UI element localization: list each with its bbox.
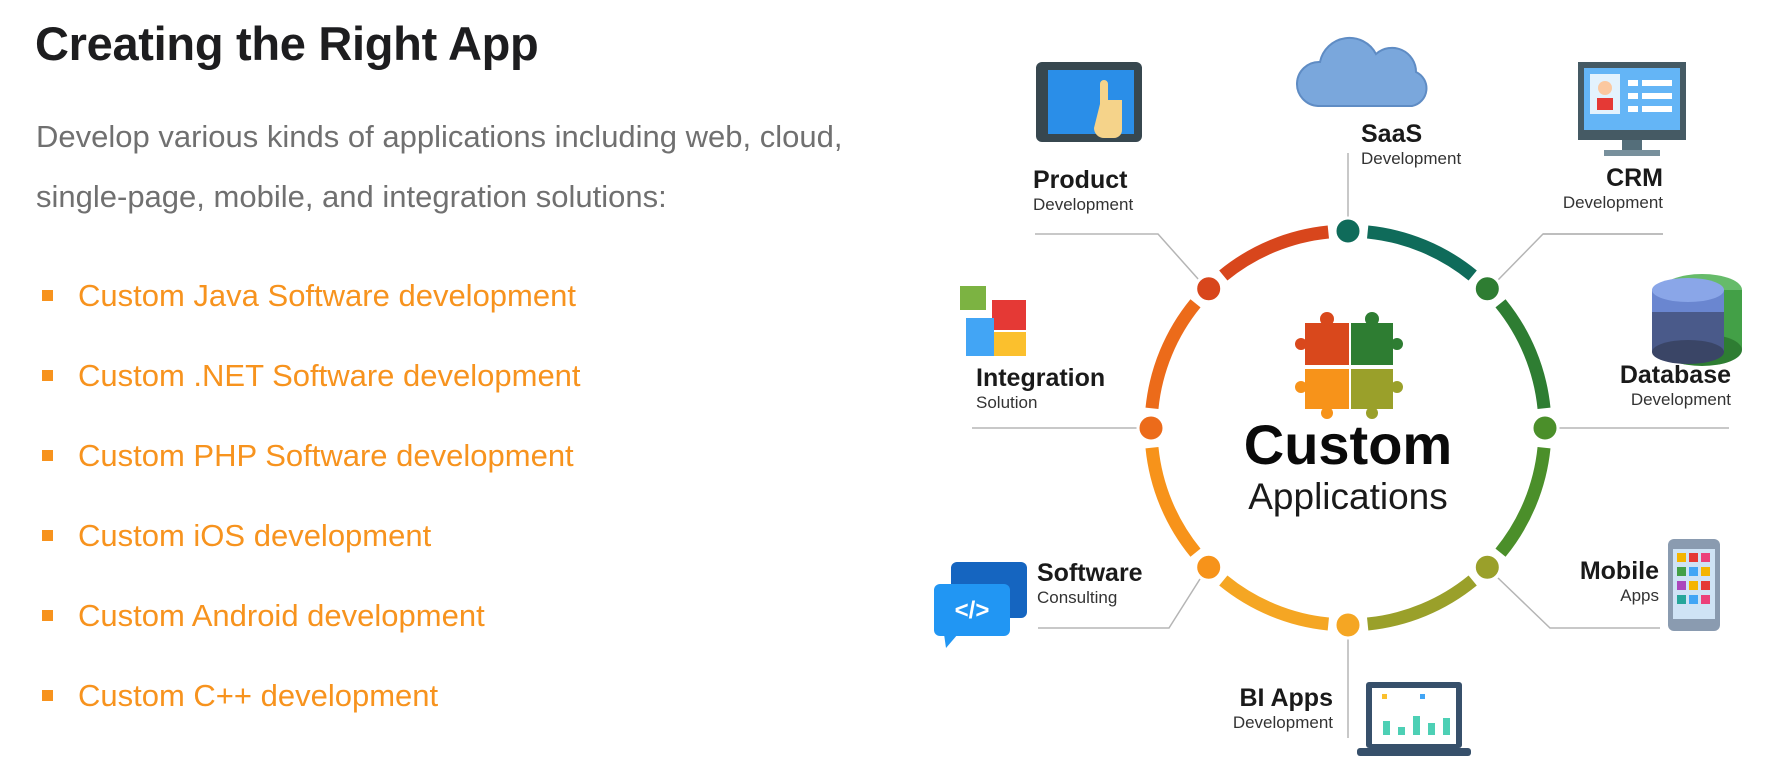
ring-segment bbox=[1219, 575, 1330, 631]
label-subtitle: Solution bbox=[976, 393, 1038, 412]
bullet-icon bbox=[42, 290, 53, 301]
ring-segment bbox=[1145, 299, 1201, 410]
connector-mobile bbox=[1497, 577, 1660, 629]
code-chat-icon: </> bbox=[934, 562, 1027, 648]
label-title: SaaS bbox=[1361, 120, 1423, 148]
center-title: Custom bbox=[1243, 413, 1453, 476]
connector-lines bbox=[972, 153, 1729, 738]
puzzle-icon bbox=[1295, 312, 1403, 419]
label-title: BI Apps bbox=[1239, 684, 1333, 712]
database-icon bbox=[1652, 274, 1742, 366]
list-item: Custom PHP Software development bbox=[40, 432, 581, 512]
svg-text:</>: </> bbox=[955, 597, 990, 624]
bullet-icon bbox=[42, 610, 53, 621]
ring-segment bbox=[1366, 225, 1477, 281]
connector-software bbox=[1038, 578, 1201, 629]
label-title: Integration bbox=[976, 364, 1106, 392]
ring-node bbox=[1472, 552, 1502, 582]
ring-segment bbox=[1495, 299, 1551, 410]
label-title: Product bbox=[1033, 166, 1128, 194]
label-subtitle: Development bbox=[1232, 713, 1333, 732]
ring-node bbox=[1194, 552, 1224, 582]
ring-segment bbox=[1145, 446, 1201, 557]
bullet-icon bbox=[42, 690, 53, 701]
list-item: Custom C++ development bbox=[40, 672, 581, 752]
smartphone-icon bbox=[1668, 539, 1720, 631]
list-item-label: Custom Java Software development bbox=[78, 278, 576, 313]
label-subtitle: Consulting bbox=[1037, 588, 1118, 607]
ring-segment bbox=[1366, 575, 1477, 631]
ring-node bbox=[1136, 413, 1166, 443]
list-item: Custom iOS development bbox=[40, 512, 581, 592]
bullet-icon bbox=[42, 530, 53, 541]
connector-crm bbox=[1497, 233, 1663, 281]
ring-segment bbox=[1219, 225, 1330, 281]
label-subtitle: Development bbox=[1630, 390, 1731, 409]
cloud-icon bbox=[1296, 36, 1428, 107]
ring-node bbox=[1530, 413, 1560, 443]
laptop-chart-icon bbox=[1357, 682, 1471, 756]
label-subtitle: Development bbox=[1033, 195, 1134, 214]
bullet-icon bbox=[42, 450, 53, 461]
list-item-label: Custom Android development bbox=[78, 598, 485, 633]
label-subtitle: Development bbox=[1361, 149, 1462, 168]
list-item-label: Custom .NET Software development bbox=[78, 358, 581, 393]
list-item-label: Custom PHP Software development bbox=[78, 438, 574, 473]
monitor-profile-icon bbox=[1578, 62, 1686, 156]
list-item-label: Custom iOS development bbox=[78, 518, 432, 553]
center-subtitle: Applications bbox=[1248, 476, 1448, 517]
list-item: Custom Android development bbox=[40, 592, 581, 672]
puzzle-icon bbox=[960, 286, 1026, 356]
label-subtitle: Apps bbox=[1620, 586, 1659, 605]
connector-product bbox=[1035, 233, 1200, 281]
page-title: Creating the Right App bbox=[35, 17, 539, 70]
ring-segment bbox=[1495, 446, 1551, 557]
ring-nodes bbox=[1136, 216, 1560, 640]
label-subtitle: Development bbox=[1562, 193, 1663, 212]
ring-node bbox=[1333, 216, 1363, 246]
ring bbox=[1145, 225, 1551, 631]
label-title: Mobile bbox=[1579, 557, 1659, 585]
intro-text: Develop various kinds of applications in… bbox=[36, 119, 843, 214]
label-title: Software bbox=[1037, 559, 1143, 587]
label-title: Database bbox=[1619, 361, 1731, 389]
ring-node bbox=[1333, 610, 1363, 640]
tablet-touch-icon bbox=[1036, 62, 1142, 142]
label-title: CRM bbox=[1606, 164, 1663, 192]
list-item-label: Custom C++ development bbox=[78, 678, 439, 713]
ring-node bbox=[1194, 274, 1224, 304]
ring-node bbox=[1472, 274, 1502, 304]
list-item: Custom Java Software development bbox=[40, 272, 581, 352]
service-list: Custom Java Software development Custom … bbox=[40, 272, 581, 752]
list-item: Custom .NET Software development bbox=[40, 352, 581, 432]
bullet-icon bbox=[42, 370, 53, 381]
